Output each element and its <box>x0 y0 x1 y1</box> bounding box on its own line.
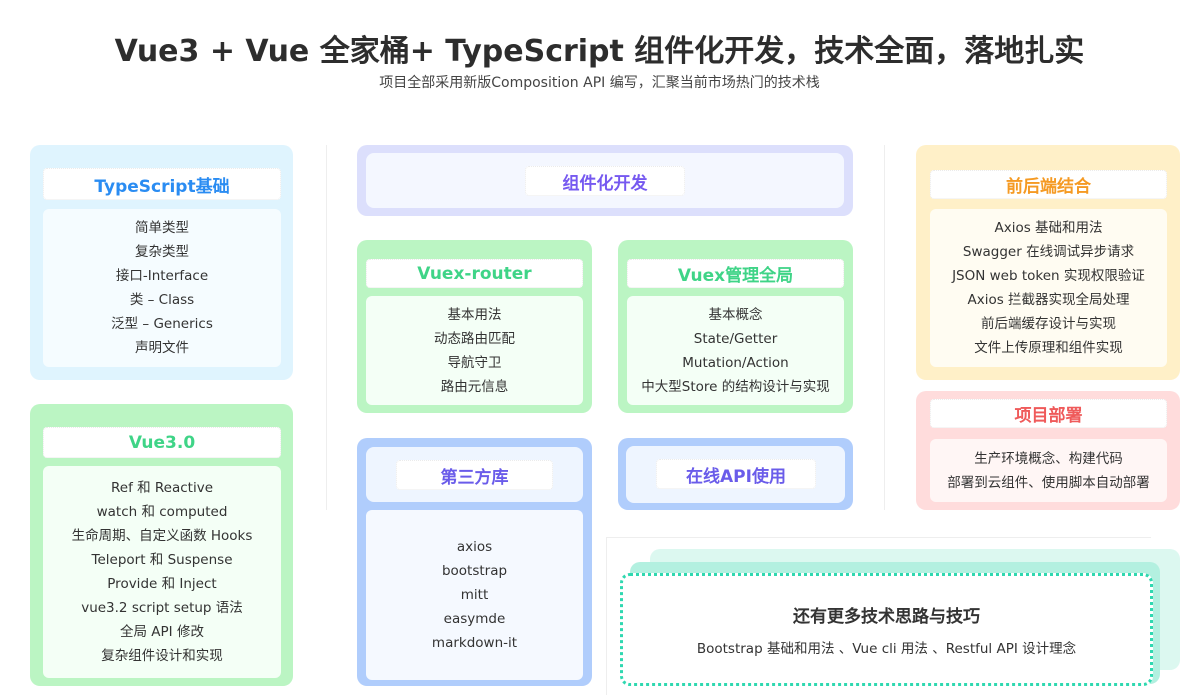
typescript-title: TypeScript基础 <box>43 168 281 200</box>
list-item: 导航守卫 <box>447 354 502 371</box>
component-title: 组件化开发 <box>525 166 685 196</box>
deploy-title: 项目部署 <box>930 399 1167 428</box>
list-item: bootstrap <box>441 563 508 579</box>
router-list: 基本用法动态路由匹配导航守卫路由元信息 <box>366 296 583 405</box>
list-item: 部署到云组件、使用脚本自动部署 <box>947 474 1150 491</box>
page-subtitle: 项目全部采用新版Composition API 编写，汇聚当前市场热门的技术栈 <box>379 75 820 91</box>
list-item: 中大型Store 的结构设计与实现 <box>641 378 830 395</box>
page-title: Vue3 + Vue 全家桶+ TypeScript 组件化开发，技术全面，落地… <box>114 34 1085 69</box>
divider <box>606 537 1151 538</box>
list-item: 简单类型 <box>135 220 189 236</box>
more-title: 还有更多技术思路与技巧 <box>793 607 980 627</box>
list-item: 泛型 – Generics <box>111 316 213 332</box>
more-card: 还有更多技术思路与技巧 Bootstrap 基础和用法 、Vue cli 用法 … <box>620 573 1153 686</box>
list-item: 文件上传原理和组件实现 <box>974 340 1123 356</box>
list-item: 接口-Interface <box>115 268 209 284</box>
list-item: axios <box>456 539 493 555</box>
list-item: 路由元信息 <box>440 378 509 395</box>
list-item: Axios 拦截器实现全局处理 <box>967 292 1130 308</box>
list-item: 类 – Class <box>129 292 195 308</box>
fullstack-title: 前后端结合 <box>930 170 1167 199</box>
list-item: Mutation/Action <box>682 354 789 371</box>
list-item: 基本用法 <box>447 306 502 323</box>
vuex-title: Vuex管理全局 <box>627 259 844 288</box>
divider <box>606 537 607 695</box>
list-item: 复杂类型 <box>135 244 189 260</box>
list-item: Swagger 在线调试异步请求 <box>962 244 1135 260</box>
api-title: 在线API使用 <box>656 459 816 489</box>
more-desc: Bootstrap 基础和用法 、Vue cli 用法 、Restful API… <box>696 641 1077 657</box>
list-item: 基本概念 <box>708 306 763 323</box>
list-item: markdown-it <box>431 635 518 651</box>
list-item: 复杂组件设计和实现 <box>101 648 223 664</box>
deploy-list: 生产环境概念、构建代码部署到云组件、使用脚本自动部署 <box>930 439 1167 502</box>
list-item: 生命周期、自定义函数 Hooks <box>71 528 253 544</box>
list-item: 声明文件 <box>135 340 189 356</box>
list-item: Teleport 和 Suspense <box>91 552 233 568</box>
list-item: State/Getter <box>693 330 778 347</box>
list-item: watch 和 computed <box>96 504 228 520</box>
thirdparty-title: 第三方库 <box>396 460 553 490</box>
vue3-list: Ref 和 Reactive watch 和 computed 生命周期、自定义函数… <box>43 466 281 678</box>
list-item: Ref 和 Reactive <box>110 480 214 496</box>
thirdparty-list: axios bootstrap mitt easymde markdown-it <box>366 510 583 680</box>
list-item: 前后端缓存设计与实现 <box>981 316 1116 332</box>
router-title: Vuex-router <box>366 259 583 288</box>
divider <box>326 145 327 510</box>
list-item: 全局 API 修改 <box>120 624 204 640</box>
list-item: mitt <box>460 587 489 603</box>
typescript-list: 简单类型复杂类型接口-Interface 类 – Class 泛型 – Generi… <box>43 209 281 367</box>
list-item: easymde <box>443 611 506 627</box>
vue3-title: Vue3.0 <box>43 427 281 458</box>
list-item: JSON web token 实现权限验证 <box>952 268 1145 284</box>
list-item: Provide 和 Inject <box>107 576 217 592</box>
list-item: Axios 基础和用法 <box>994 220 1103 236</box>
list-item: 生产环境概念、构建代码 <box>974 450 1123 467</box>
list-item: 动态路由匹配 <box>434 330 515 347</box>
divider <box>884 145 885 510</box>
list-item: vue3.2 script setup 语法 <box>81 600 243 616</box>
fullstack-list: Axios 基础和用法 Swagger 在线调试异步请求 JSON web toke… <box>930 209 1167 367</box>
